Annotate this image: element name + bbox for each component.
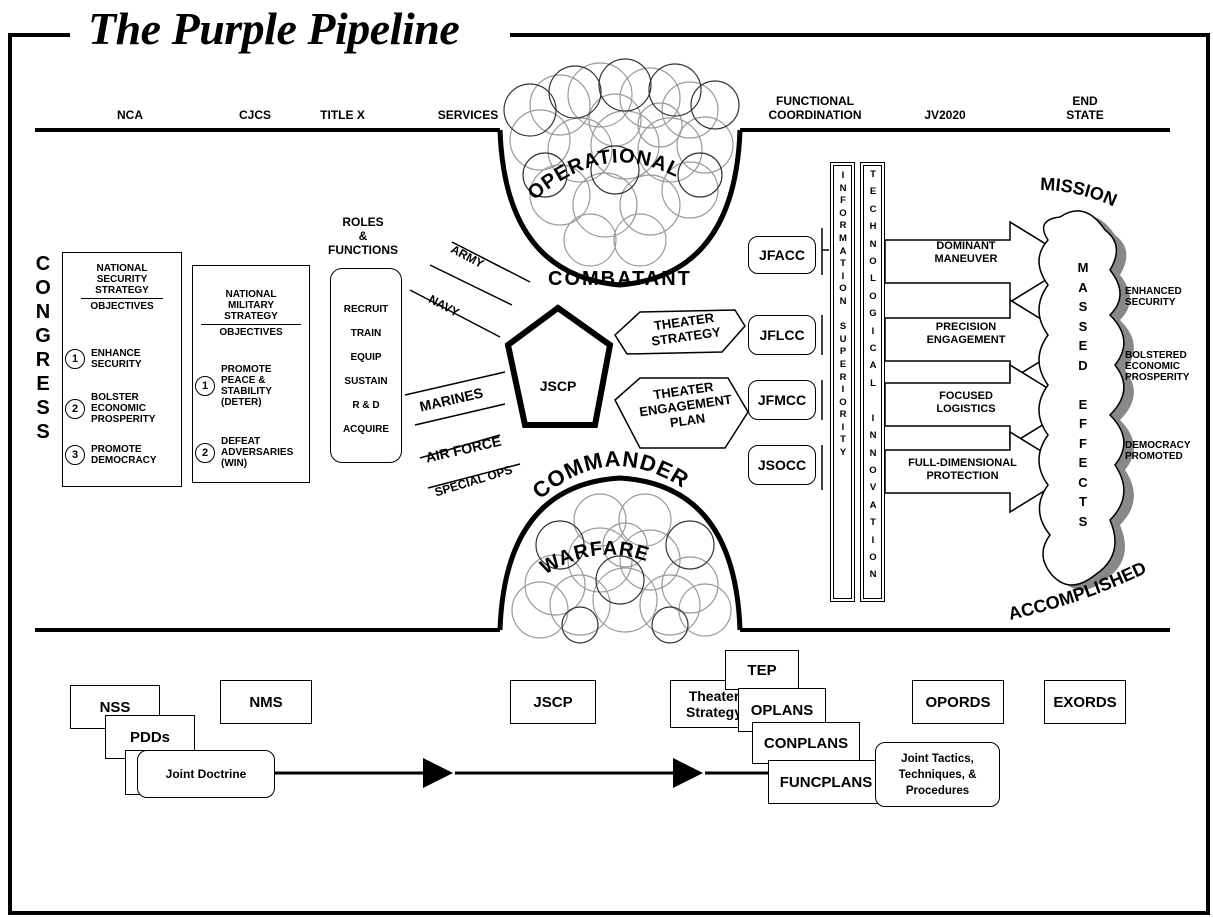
nms-subtitle: OBJECTIVES <box>201 324 301 338</box>
massed-effects-cloud <box>1038 210 1134 590</box>
doc-nms: NMS <box>220 680 312 724</box>
objective-number: 2 <box>195 442 215 463</box>
objective-number: 1 <box>195 376 215 396</box>
header-services: SERVICES <box>437 108 499 122</box>
header-title-x: TITLE X <box>320 108 365 122</box>
jsocc-box: JSOCC <box>748 445 816 485</box>
header-nca: NCA <box>117 108 143 122</box>
technological-innovation-bar <box>860 162 885 602</box>
objective-number: 2 <box>65 398 85 419</box>
warfare-cloud <box>497 475 743 644</box>
jfacc-box: JFACC <box>748 236 816 274</box>
operational-cloud <box>497 58 743 288</box>
header-cjcs: CJCS <box>238 108 271 122</box>
doc-exords: EXORDS <box>1044 680 1126 724</box>
objective-number: 1 <box>65 349 85 369</box>
mission-label: MISSION <box>1040 174 1120 210</box>
page-title: The Purple Pipeline <box>88 3 460 54</box>
roles-heading: ROLES&FUNCTIONS <box>328 215 398 257</box>
information-superiority-bar <box>830 162 855 602</box>
theater-strategy-hexagon <box>614 309 746 355</box>
jttp-box: Joint Tactics,Techniques, &Procedures <box>875 742 1000 807</box>
doc-jscp: JSCP <box>510 680 596 724</box>
doc-opords: OPORDS <box>912 680 1004 724</box>
jv-arrows <box>884 220 1077 514</box>
joint-doctrine-box: Joint Doctrine <box>137 750 275 798</box>
roles-box <box>330 268 402 463</box>
combatant-label: COMBATANT <box>548 268 692 290</box>
doc-funcplans: FUNCPLANS <box>768 760 884 804</box>
nss-subtitle: OBJECTIVES <box>81 298 163 312</box>
doc-tep: TEP <box>725 650 799 690</box>
header-jv2020: JV2020 <box>924 108 966 122</box>
frame-left-top <box>8 33 1210 915</box>
jfmcc-box: JFMCC <box>748 380 816 420</box>
warfare-label: WARFARE <box>537 538 652 579</box>
service-lines <box>404 241 531 489</box>
jscp-label: JSCP <box>539 378 577 394</box>
jflcc-box: JFLCC <box>748 315 816 355</box>
commander-label: COMMANDER <box>527 446 693 504</box>
jscp-pentagon <box>504 304 614 428</box>
doc-conplans: CONPLANS <box>752 722 860 764</box>
objective-number: 3 <box>65 445 85 465</box>
